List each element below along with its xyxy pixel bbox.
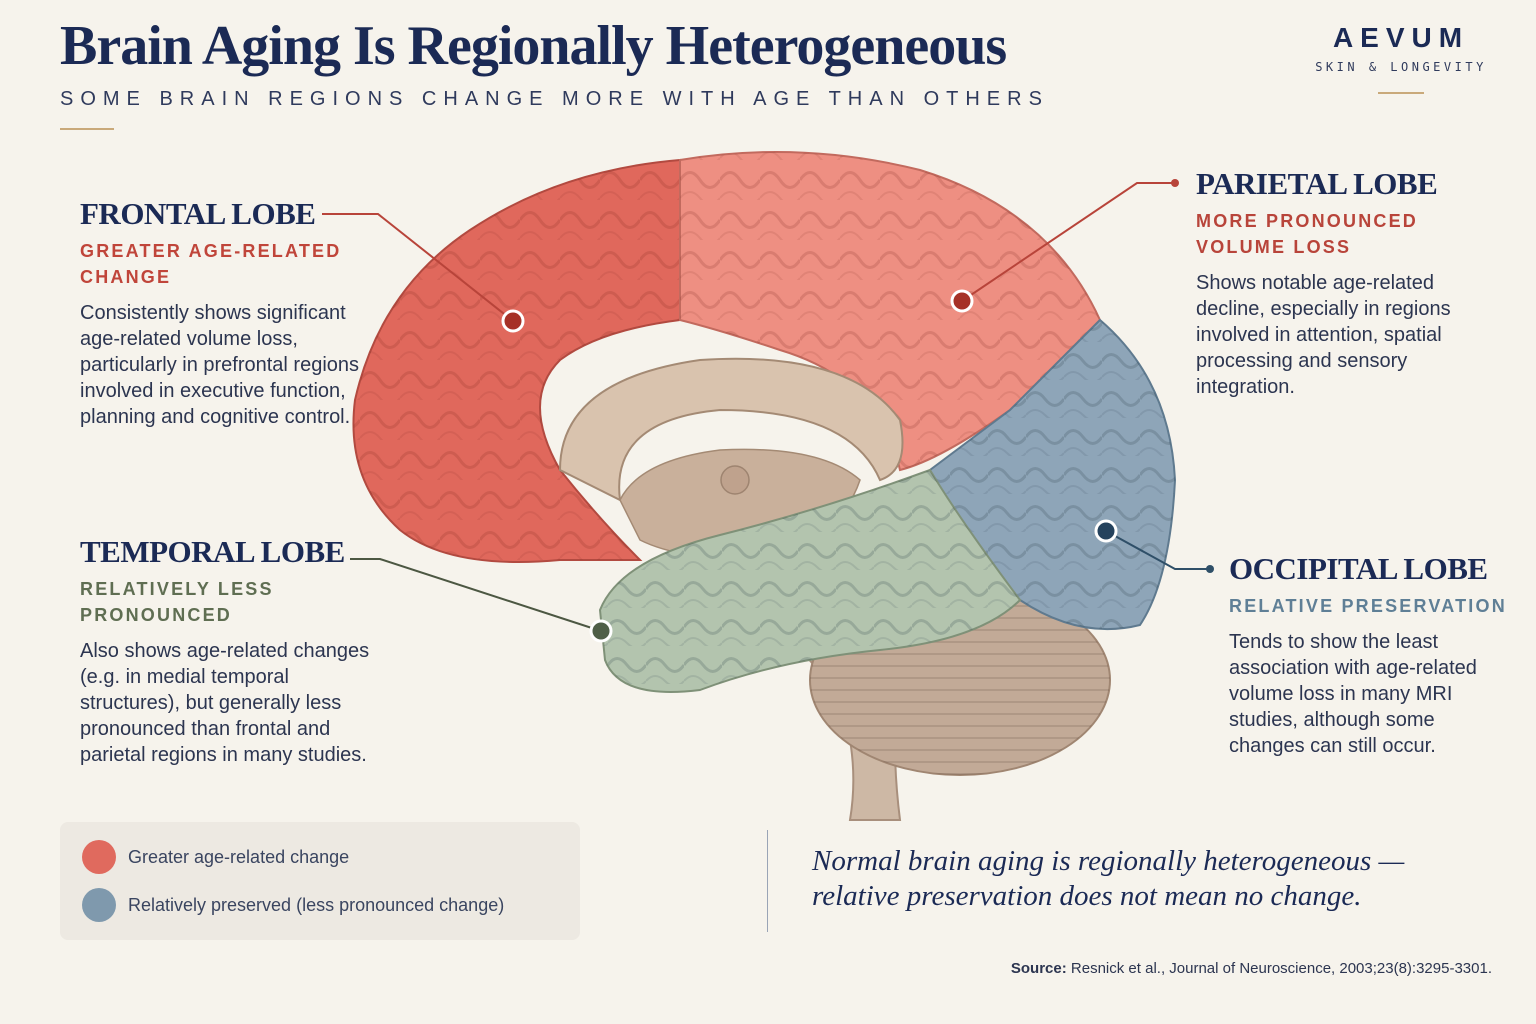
occipital-lobe-callout: OCCIPITAL LOBE RELATIVE PRESERVATION Ten… <box>1229 551 1509 759</box>
brand-logo: AEVUM SKIN & LONGEVITY <box>1306 22 1496 94</box>
page-subtitle: SOME BRAIN REGIONS CHANGE MORE WITH AGE … <box>60 88 1049 110</box>
source-citation: Source: Resnick et al., Journal of Neuro… <box>1011 960 1492 977</box>
brand-divider <box>1378 92 1424 94</box>
parietal-marker <box>950 289 974 313</box>
frontal-lobe-description: Consistently shows significant age-relat… <box>80 302 360 428</box>
temporal-callout-line <box>350 558 602 632</box>
temporal-lobe-status: RELATIVELY LESS PRONOUNCED <box>80 579 274 625</box>
legend-item-greater-change: Greater age-related change <box>82 840 349 874</box>
legend-swatch-blue <box>82 888 116 922</box>
source-label: Source: <box>1010 960 1067 977</box>
summary-quote: Normal brain aging is regionally heterog… <box>812 845 1405 912</box>
parietal-lobe-name: PARIETAL LOBE <box>1196 166 1438 201</box>
occipital-lobe-name: OCCIPITAL LOBE <box>1229 551 1488 586</box>
legend-item-preserved: Relatively preserved (less pronounced ch… <box>82 888 504 922</box>
frontal-lobe-name: FRONTAL LOBE <box>80 196 316 231</box>
frontal-lobe-callout: FRONTAL LOBE GREATER AGE-RELATED CHANGE … <box>80 196 360 430</box>
source-text: Resnick et al., Journal of Neuroscience,… <box>1070 960 1492 977</box>
brand-name: AEVUM <box>1332 22 1470 53</box>
temporal-lobe-name: TEMPORAL LOBE <box>80 534 345 569</box>
title-divider <box>60 128 114 130</box>
parietal-lobe-callout: PARIETAL LOBE MORE PRONOUNCED VOLUME LOS… <box>1196 166 1496 400</box>
occipital-callout-line <box>1105 530 1210 570</box>
occipital-marker <box>1094 519 1118 543</box>
occipital-lobe-status: RELATIVE PRESERVATION <box>1229 596 1507 616</box>
temporal-lobe-callout: TEMPORAL LOBE RELATIVELY LESS PRONOUNCED… <box>80 534 370 768</box>
parietal-callout-line <box>961 182 1175 302</box>
frontal-marker <box>501 309 525 333</box>
occipital-lobe-description: Tends to show the least association with… <box>1229 631 1477 757</box>
corpus-callosum <box>558 357 904 502</box>
parietal-lobe-description: Shows notable age-related decline, espec… <box>1196 272 1451 398</box>
quote-divider <box>767 830 768 932</box>
legend: Greater age-related change Relatively pr… <box>60 822 580 940</box>
frontal-lobe-status: GREATER AGE-RELATED CHANGE <box>80 241 342 287</box>
page-title: Brain Aging Is Regionally Heterogeneous <box>60 15 1007 77</box>
legend-label: Greater age-related change <box>128 846 350 867</box>
legend-label: Relatively preserved (less pronounced ch… <box>128 894 505 915</box>
parietal-lobe-status: MORE PRONOUNCED VOLUME LOSS <box>1196 211 1419 257</box>
temporal-lobe-description: Also shows age-related changes (e.g. in … <box>80 640 370 766</box>
temporal-marker <box>589 619 613 643</box>
legend-swatch-red <box>82 840 116 874</box>
brand-tagline: SKIN & LONGEVITY <box>1315 60 1487 74</box>
frontal-callout-line <box>322 213 514 322</box>
